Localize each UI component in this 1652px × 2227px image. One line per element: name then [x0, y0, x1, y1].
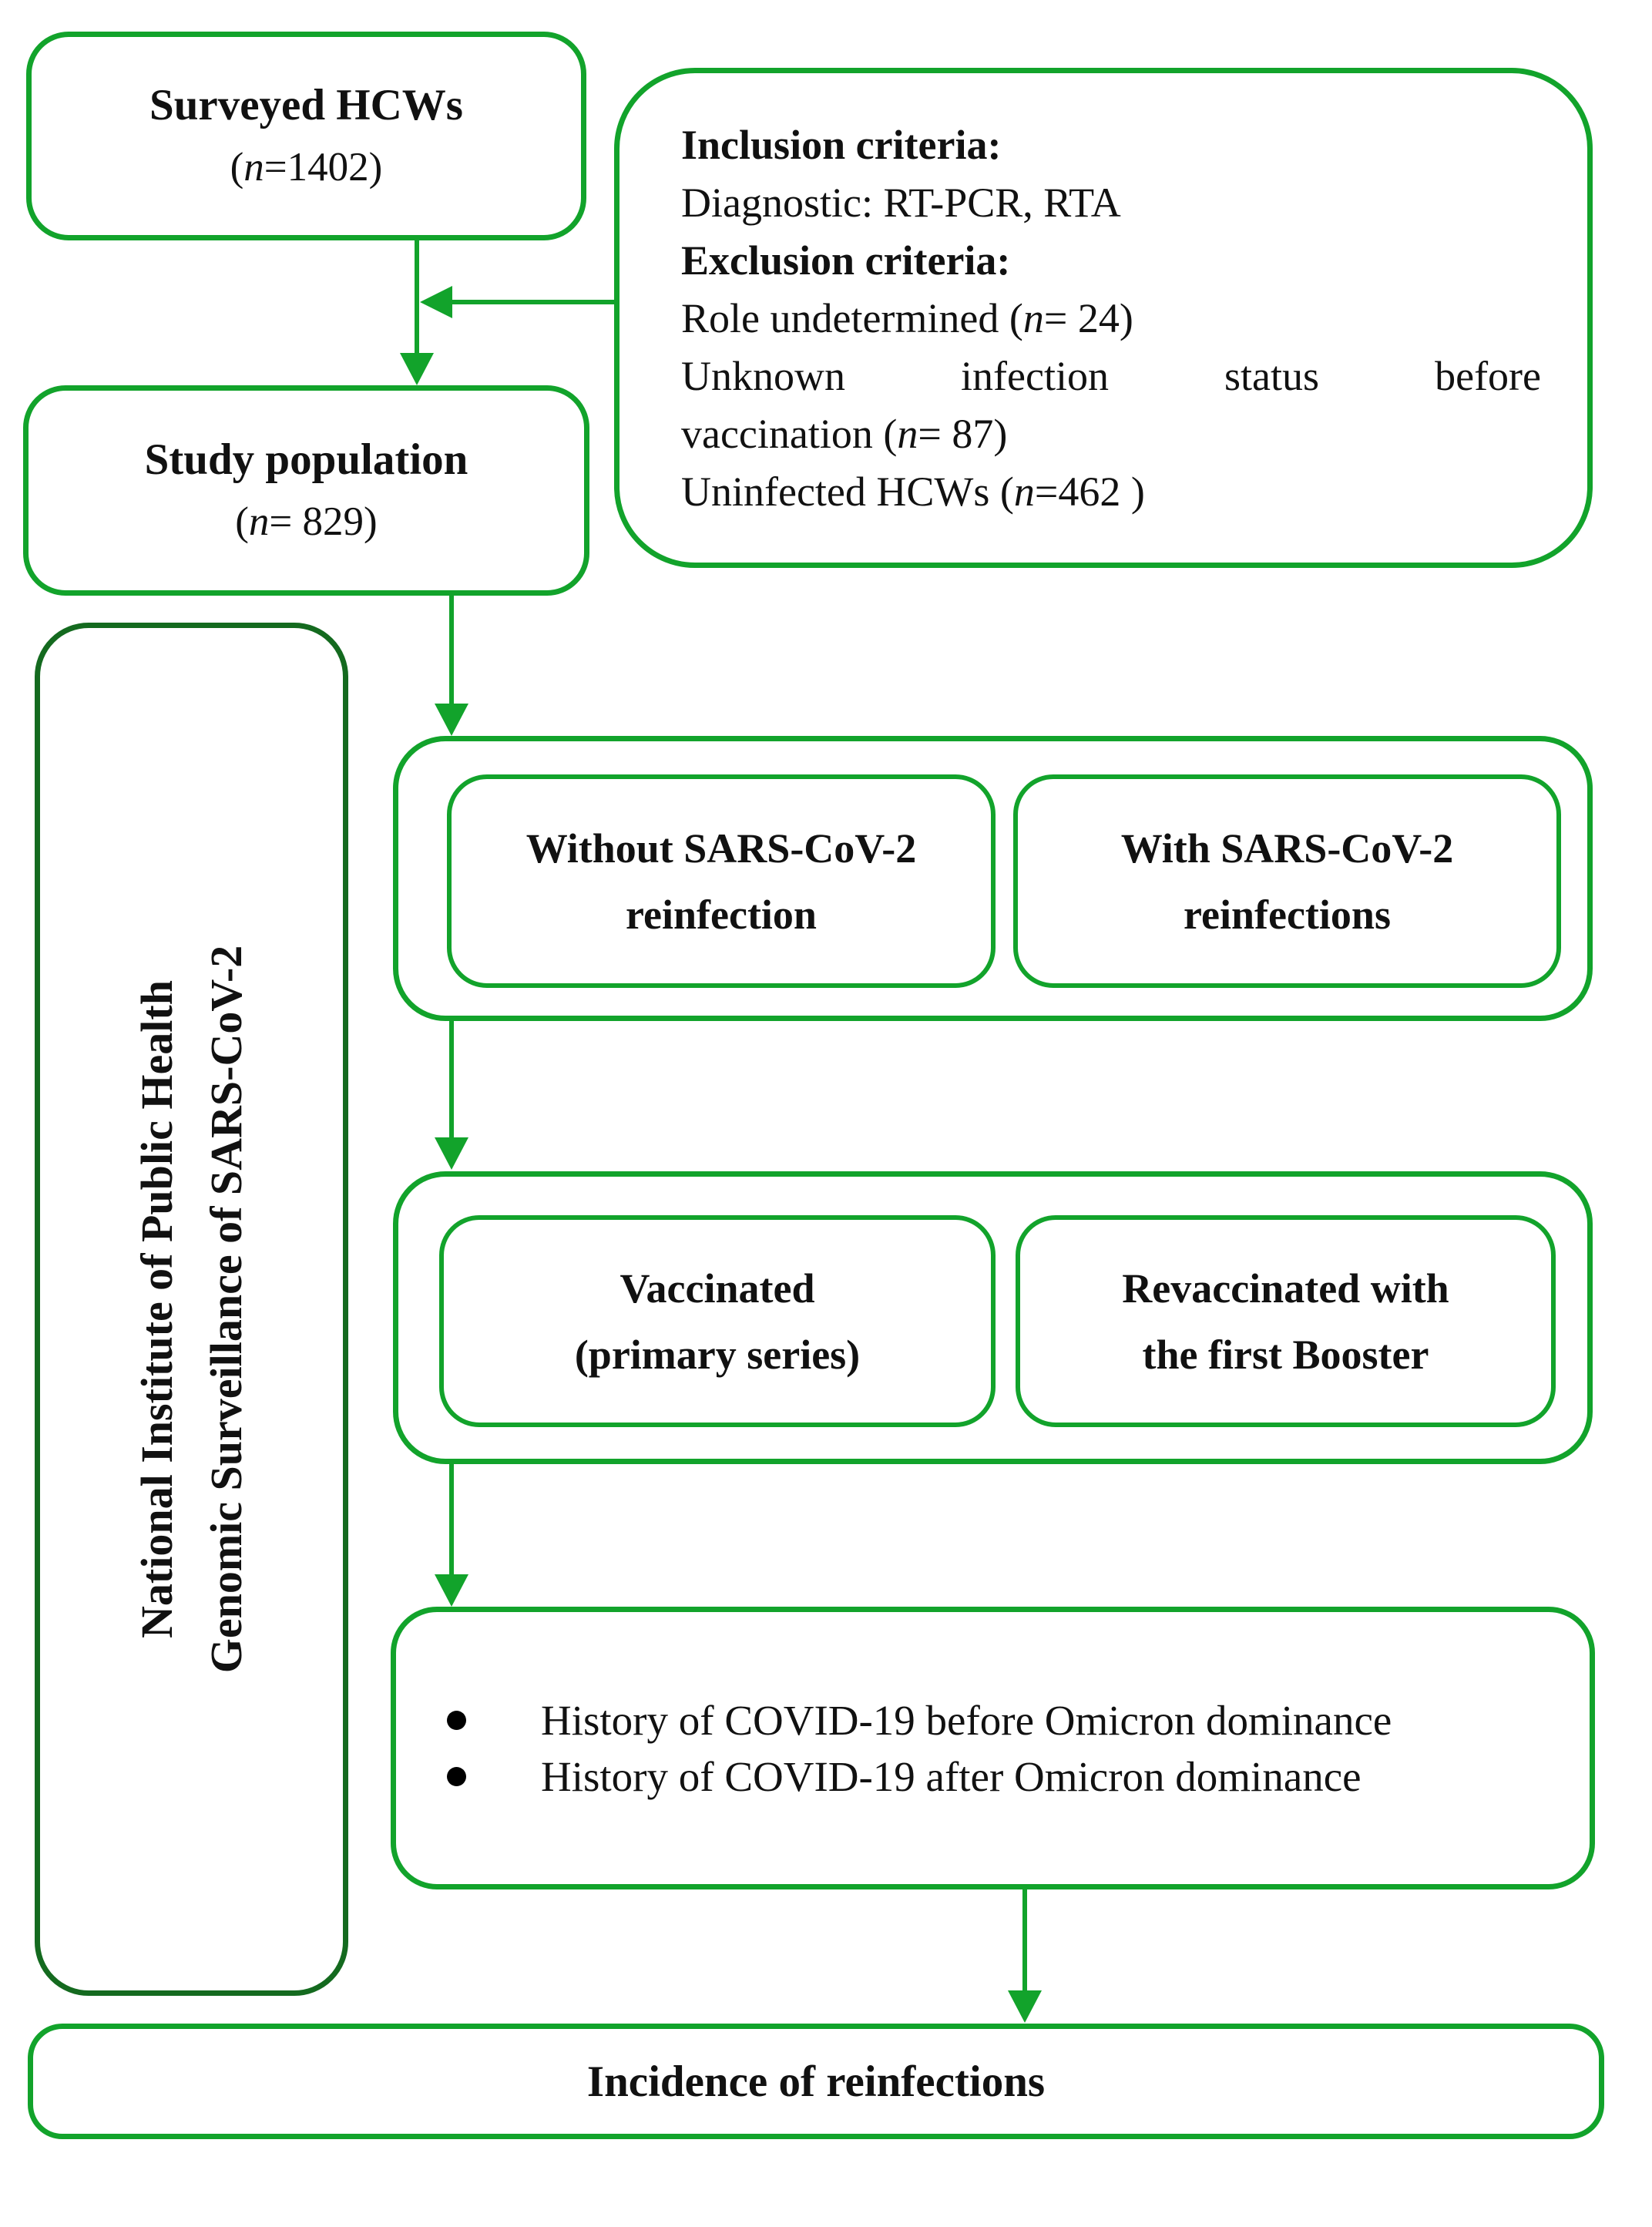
revaccinated-box: Revaccinated with the first Booster [1016, 1215, 1556, 1427]
criteria-text: Inclusion criteria: Diagnostic: RT-PCR, … [620, 73, 1587, 521]
uninfected-hcws-line: Uninfected HCWs (n=462 ) [681, 469, 1145, 515]
covid-history-list: History of COVID-19 before Omicron domin… [396, 1612, 1590, 1884]
study-population-title: Study population [144, 435, 468, 484]
with-reinfections-box: With SARS-CoV-2 reinfections [1013, 774, 1561, 988]
arrow-reinfection-to-vaccination-head [435, 1137, 468, 1170]
vaccinated-line-1: Vaccinated [620, 1265, 815, 1312]
arrow-history-to-outcome-head [1008, 1990, 1042, 2023]
unknown-infection-line: Unknown infection status before [681, 353, 1541, 399]
arrow-surveyed-to-study-head [400, 353, 434, 385]
sidebar-line-2: Genomic Surveillance of SARS-CoV-2 [200, 945, 251, 1674]
vaccinated-box: Vaccinated (primary series) [439, 1215, 996, 1427]
vaccination-line: vaccination (n= 87) [681, 411, 1008, 457]
vaccination-status-container: Vaccinated (primary series) Revaccinated… [393, 1171, 1593, 1464]
revaccinated-line-1: Revaccinated with [1122, 1265, 1449, 1312]
with-reinfections-line-2: reinfections [1184, 891, 1391, 938]
genomic-surveillance-sidebar: National Institute of Public Health Geno… [35, 623, 348, 1996]
history-item-after-omicron: History of COVID-19 after Omicron domina… [447, 1748, 1590, 1805]
arrow-study-to-reinfection-head [435, 704, 468, 736]
vaccinated-line-2: (primary series) [574, 1331, 861, 1378]
with-reinfections-line-1: With SARS-CoV-2 [1120, 825, 1454, 872]
study-population-box: Study population (n= 829) [23, 385, 589, 596]
surveyed-hcws-count: (n=1402) [230, 144, 383, 190]
role-undetermined-line: Role undetermined (n= 24) [681, 295, 1133, 341]
revaccinated-line-2: the first Booster [1142, 1331, 1429, 1378]
surveyed-hcws-box: Surveyed HCWs (n=1402) [26, 32, 586, 240]
diagnostic-line: Diagnostic: RT-PCR, RTA [681, 180, 1121, 226]
arrow-vaccination-to-history-head [435, 1574, 468, 1607]
incidence-outcome-box: Incidence of reinfections [28, 2024, 1604, 2139]
bullet-icon [447, 1766, 466, 1786]
exclusion-criteria-heading: Exclusion criteria: [681, 237, 1011, 284]
reinfection-status-container: Without SARS-CoV-2 reinfection With SARS… [393, 736, 1593, 1021]
without-reinfection-line-2: reinfection [626, 891, 817, 938]
arrow-criteria-to-flow-head [420, 286, 452, 318]
surveyed-hcws-title: Surveyed HCWs [149, 80, 463, 129]
bullet-icon [447, 1710, 466, 1730]
sidebar-line-1: National Institute of Public Health [131, 980, 182, 1638]
without-reinfection-line-1: Without SARS-CoV-2 [525, 825, 917, 872]
criteria-box: Inclusion criteria: Diagnostic: RT-PCR, … [614, 68, 1593, 568]
history-item-before-omicron: History of COVID-19 before Omicron domin… [447, 1692, 1590, 1748]
study-population-count: (n= 829) [235, 499, 378, 544]
incidence-outcome-title: Incidence of reinfections [586, 2057, 1046, 2106]
sidebar-rotated-text: National Institute of Public Health Geno… [123, 946, 261, 1674]
without-reinfection-box: Without SARS-CoV-2 reinfection [447, 774, 996, 988]
covid-history-box: History of COVID-19 before Omicron domin… [391, 1607, 1595, 1889]
inclusion-criteria-heading: Inclusion criteria: [681, 122, 1002, 168]
